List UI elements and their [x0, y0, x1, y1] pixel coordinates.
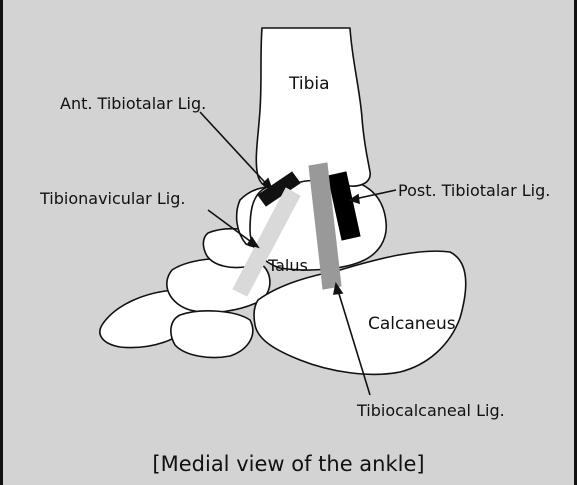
metatarsal-lower-bone — [171, 311, 253, 358]
talus-label: Talus — [268, 258, 308, 274]
tibia-label: Tibia — [289, 76, 330, 93]
calcaneus-label: Calcaneus — [368, 316, 456, 333]
post-tibiotalar-label: Post. Tibiotalar Lig. — [398, 183, 550, 199]
ant-tibiotalar-label: Ant. Tibiotalar Lig. — [60, 96, 206, 112]
diagram-caption: [Medial view of the ankle] — [0, 452, 577, 476]
tibiocalcaneal-label: Tibiocalcaneal Lig. — [357, 403, 505, 419]
tibionavicular-label: Tibionavicular Lig. — [40, 191, 185, 207]
